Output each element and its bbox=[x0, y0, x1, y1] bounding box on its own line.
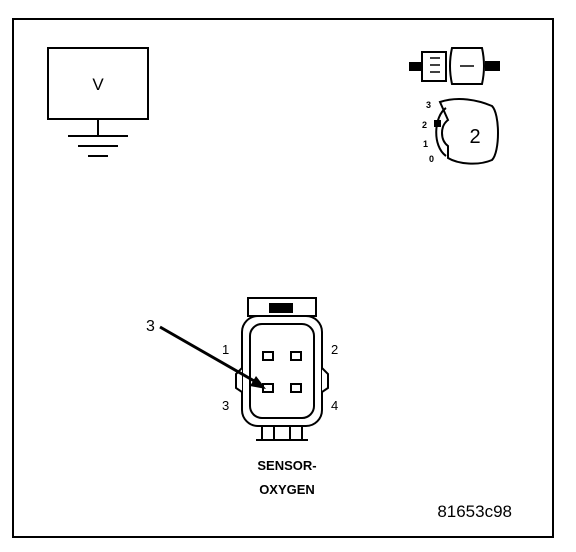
scale-mark-2: 2 bbox=[422, 120, 427, 130]
pin-label-4: 4 bbox=[331, 398, 338, 413]
scale-mark-3: 3 bbox=[426, 100, 431, 110]
connector-name-line2: OXYGEN bbox=[259, 482, 315, 497]
voltmeter-symbol: V bbox=[47, 47, 149, 157]
adapter-value: 2 bbox=[469, 126, 480, 148]
pin-label-2: 2 bbox=[331, 342, 338, 357]
outer-border bbox=[12, 18, 554, 538]
pointer-arrow bbox=[159, 325, 266, 389]
pointer-label: 3 bbox=[146, 318, 155, 335]
terminal-4 bbox=[290, 383, 302, 393]
scale-mark-1: 1 bbox=[423, 139, 428, 149]
pin-label-1: 1 bbox=[222, 342, 229, 357]
ground-icon bbox=[68, 119, 128, 157]
voltmeter-label: V bbox=[92, 75, 104, 94]
terminal-1 bbox=[262, 351, 274, 361]
connector-pair-icon bbox=[409, 47, 500, 85]
pin-label-3: 3 bbox=[222, 398, 229, 413]
scale-mark-0: 0 bbox=[429, 154, 434, 164]
connector-name-line1: SENSOR- bbox=[257, 458, 316, 473]
figure-id: 81653c98 bbox=[437, 502, 512, 521]
oxygen-sensor-connector bbox=[235, 297, 329, 441]
terminal-2 bbox=[290, 351, 302, 361]
test-adapter-icon: 3 2 1 0 2 bbox=[422, 98, 499, 165]
